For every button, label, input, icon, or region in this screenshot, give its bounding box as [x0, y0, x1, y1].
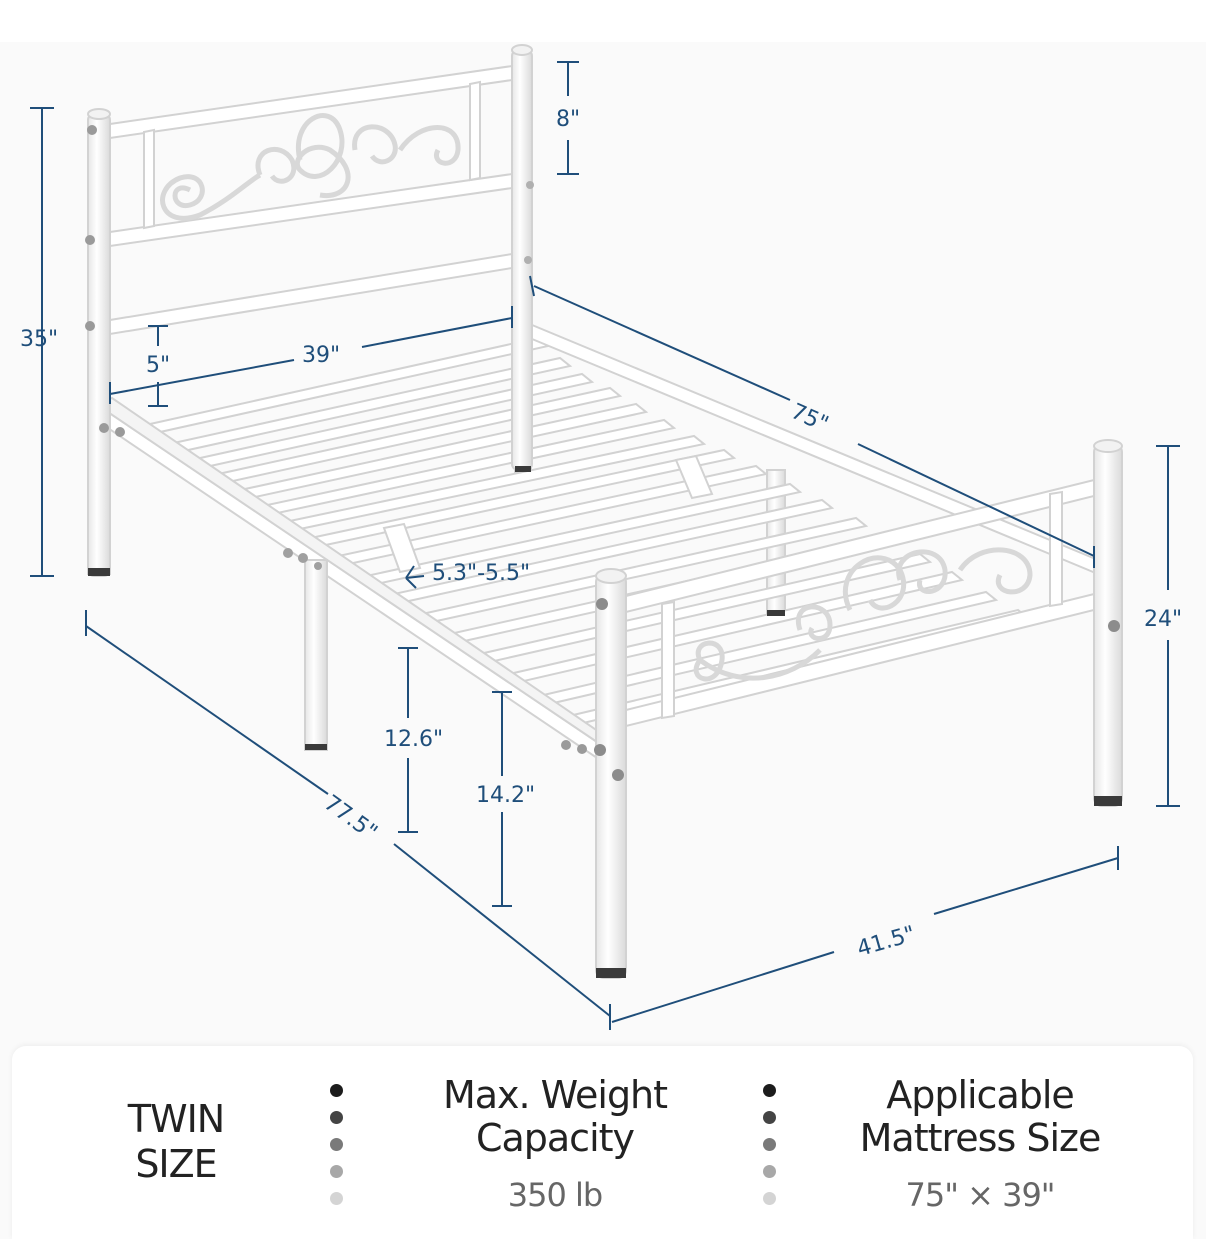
weight-capacity-title: Max. Weight Capacity [400, 1074, 710, 1160]
dimension-lines [30, 61, 1180, 1030]
footboard [283, 439, 1123, 979]
dim-footboard-height: 24" [1144, 607, 1182, 632]
divider-dot [330, 1138, 343, 1151]
divider-dot [330, 1165, 343, 1178]
dim-under-bed-clearance: 12.6" [384, 727, 443, 752]
dim-overall-length: 77.5" [319, 791, 382, 846]
headboard-scroll [160, 113, 461, 221]
dim-overall-width: 41.5" [854, 922, 918, 962]
footboard-scroll [693, 547, 1033, 682]
divider-dot [763, 1138, 776, 1151]
dim-slat-gap: 5.3"-5.5" [432, 561, 530, 586]
weight-title-line1: Max. Weight [442, 1073, 668, 1117]
headboard [85, 44, 785, 750]
divider-dot [763, 1084, 776, 1097]
dim-headboard-panel: 8" [556, 107, 580, 132]
dim-inner-width: 39" [302, 343, 340, 368]
dimension-labels: 35" 8" 5" 39" 75" 24" 5.3"-5.5" 12.6" 14… [20, 107, 1182, 962]
divider-dot [763, 1111, 776, 1124]
bed-frame [85, 44, 1123, 979]
mattress-size-title: Applicable Mattress Size [830, 1074, 1130, 1160]
bed-frame-diagram: 35" 8" 5" 39" 75" 24" 5.3"-5.5" 12.6" 14… [20, 44, 1182, 1030]
divider-dot [330, 1084, 343, 1097]
dim-headboard-height: 35" [20, 327, 58, 352]
mattress-title-line1: Applicable [886, 1073, 1075, 1117]
divider-dot [763, 1165, 776, 1178]
divider-dot [330, 1192, 343, 1205]
weight-capacity-value: 350 lb [507, 1176, 603, 1214]
divider-dot [763, 1192, 776, 1205]
divider-dot [330, 1111, 343, 1124]
bed-size-label: TWIN SIZE [96, 1097, 256, 1187]
dim-frame-height: 14.2" [476, 783, 535, 808]
mattress-size-value: 75" × 39" [905, 1176, 1055, 1214]
size-label-line2: SIZE [135, 1142, 217, 1186]
weight-title-line2: Capacity [475, 1116, 635, 1160]
spec-panel [12, 1046, 1193, 1239]
dim-slat-height: 5" [146, 353, 170, 378]
size-label-line1: TWIN [127, 1097, 225, 1141]
mattress-title-line2: Mattress Size [859, 1116, 1102, 1160]
dim-inner-length: 75" [787, 399, 832, 437]
